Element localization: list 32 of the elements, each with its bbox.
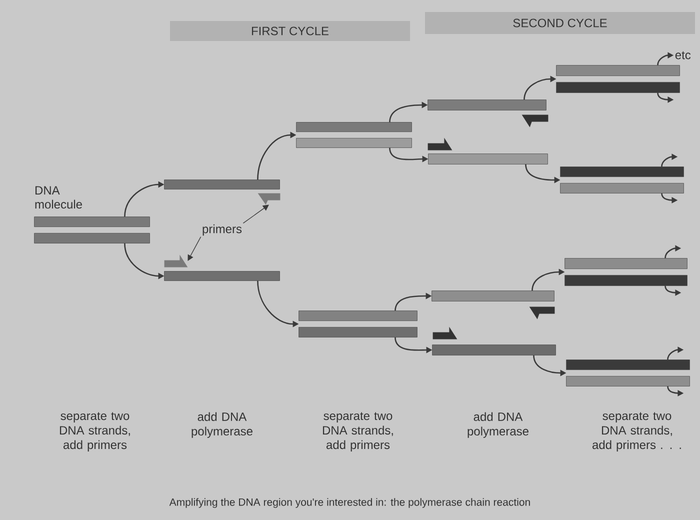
dna-double-strand xyxy=(298,310,418,338)
primer xyxy=(164,254,188,268)
dna-double-strand xyxy=(34,216,150,244)
cycle-banner: SECOND CYCLE xyxy=(425,12,695,34)
leader-line xyxy=(242,204,269,224)
step-label: separate two DNA strands, add primers xyxy=(60,412,130,452)
dna-strand xyxy=(164,271,280,281)
dna-strand xyxy=(432,290,554,302)
edge-label: etc xyxy=(675,51,691,60)
primer xyxy=(432,326,458,340)
dna-strand xyxy=(428,100,546,110)
molecule-label: DNA molecule xyxy=(35,186,82,209)
dna-strand xyxy=(432,344,556,356)
step-label: separate two DNA strands, add primers xyxy=(322,412,393,452)
step-label: add DNA polymerase xyxy=(468,412,528,438)
dna-double-strand xyxy=(560,166,684,194)
dna-double-strand xyxy=(564,258,688,286)
primer xyxy=(258,193,280,205)
caption: Amplifying the DNA region you're interested in: the polymerase chain reaction xyxy=(169,498,530,508)
primer xyxy=(529,306,555,320)
dna-double-strand xyxy=(566,360,690,386)
step-label: add DNA polymerase xyxy=(192,412,252,438)
dna-strand xyxy=(428,154,548,164)
primers-label: primers xyxy=(202,224,242,236)
dna-double-strand xyxy=(556,65,680,93)
leader-line xyxy=(188,236,202,261)
cycle-banner: FIRST CYCLE xyxy=(170,21,410,41)
primer xyxy=(428,138,452,150)
primer xyxy=(522,114,548,128)
step-label: separate two DNA strands, add primers . . . xyxy=(592,412,681,452)
dna-double-strand xyxy=(296,122,412,148)
dna-strand xyxy=(164,180,280,190)
